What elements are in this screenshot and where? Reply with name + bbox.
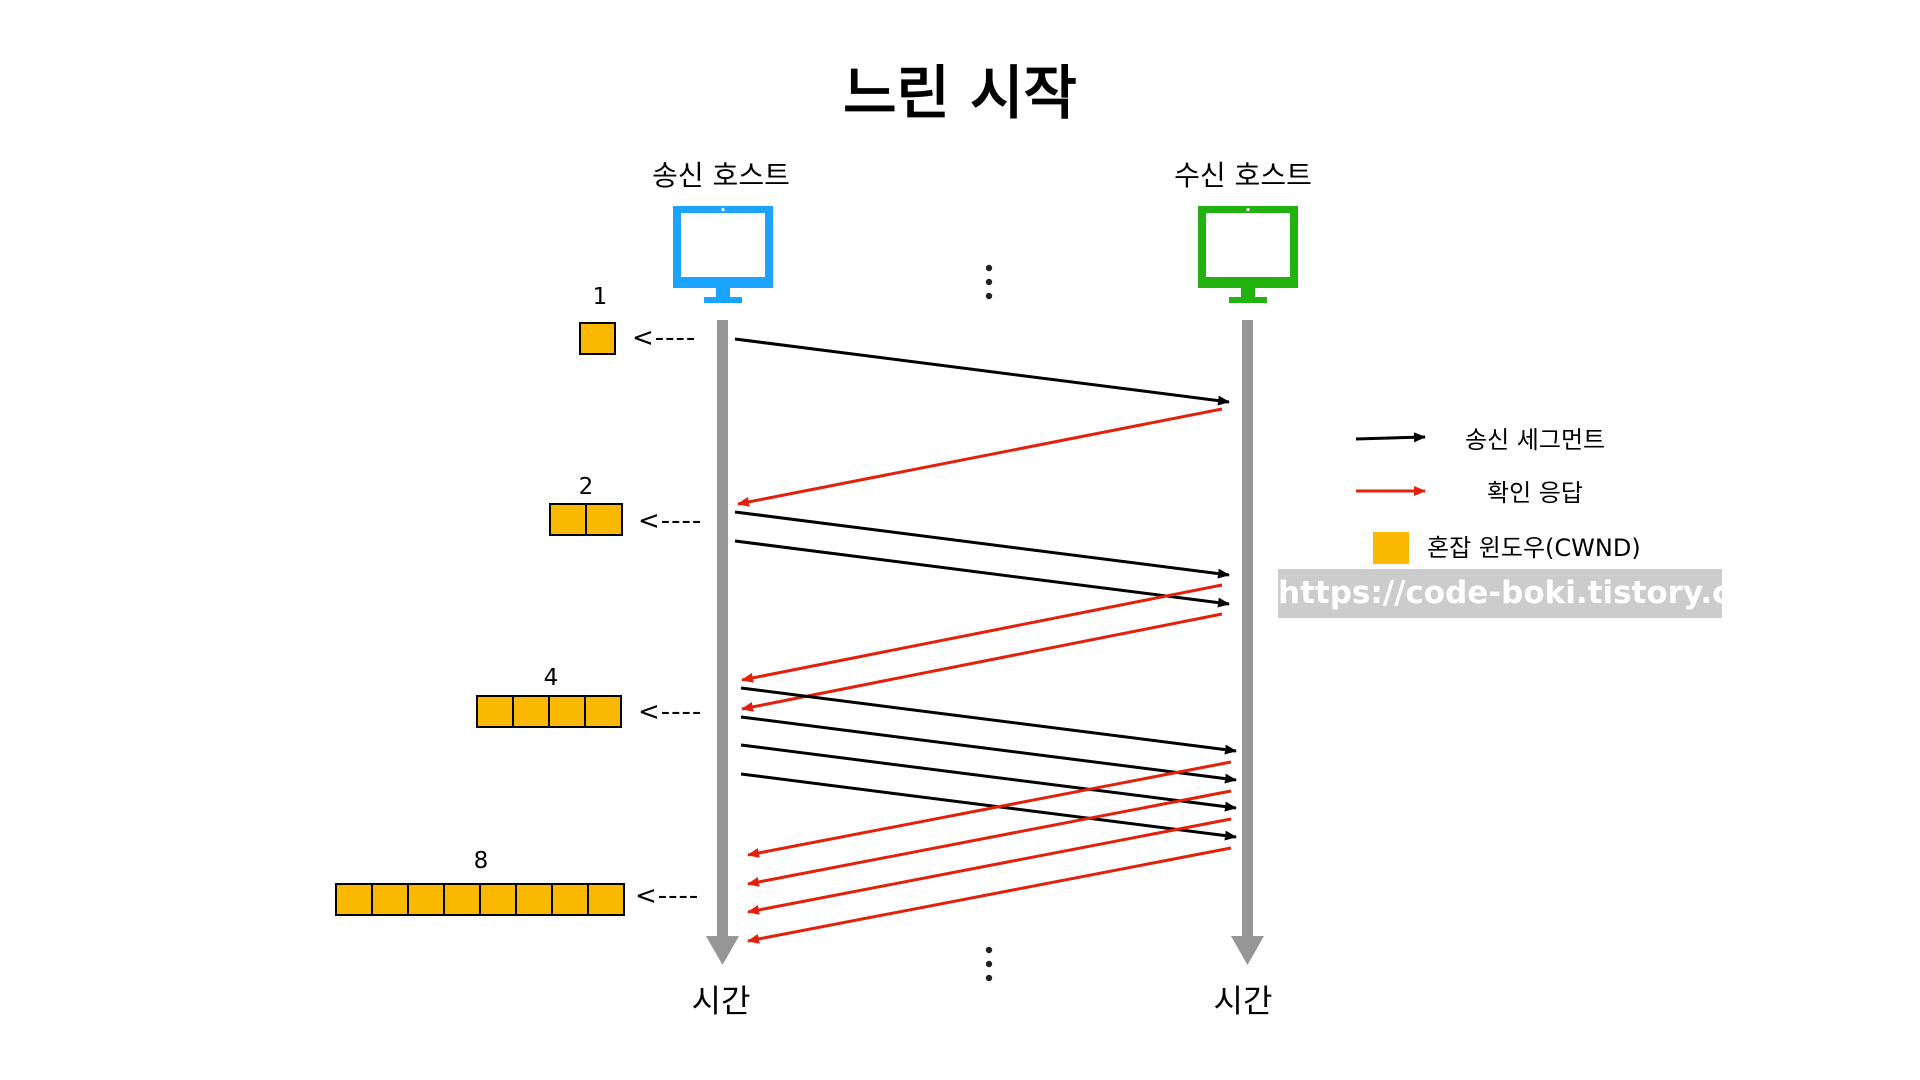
ack-arrow <box>747 817 1232 915</box>
cwnd-boxes-4 <box>476 695 622 728</box>
cwnd-boxes-1 <box>579 322 616 355</box>
segment-arrow <box>740 743 1237 812</box>
sender-host-label: 송신 호스트 <box>652 159 790 192</box>
receiver-timeline <box>1231 320 1264 965</box>
receiver-time-label: 시간 <box>1213 982 1273 1020</box>
ack-arrow <box>741 583 1223 683</box>
segment-arrow <box>740 772 1237 841</box>
receiver-monitor-icon <box>1198 206 1298 303</box>
legend-cwnd-swatch <box>1373 532 1409 564</box>
ack-arrow <box>747 846 1232 944</box>
ack-arrow <box>747 789 1232 887</box>
sender-time-label: 시간 <box>691 982 751 1020</box>
segment-arrow <box>740 715 1237 784</box>
cwnd-boxes-2 <box>549 503 623 536</box>
ack-arrow <box>747 760 1232 858</box>
cwnd-count-8: 8 <box>473 848 489 874</box>
ellipsis-bottom-icon <box>985 946 993 982</box>
watermark-url: https://code-boki.tistory.com <box>1278 569 1722 618</box>
ellipsis-top-icon <box>985 264 993 300</box>
legend-segment-label: 송신 세그먼트 <box>1465 426 1606 454</box>
segment-arrow <box>734 539 1230 608</box>
ack-arrow <box>741 612 1223 712</box>
cwnd-pointer-2: <---- <box>638 506 703 536</box>
cwnd-pointer-8: <---- <box>635 881 700 911</box>
segment-arrow <box>734 510 1230 579</box>
segment-arrow <box>740 686 1237 755</box>
cwnd-pointer-4: <---- <box>638 697 703 727</box>
cwnd-boxes-8 <box>335 883 625 916</box>
segment-arrow <box>734 337 1230 406</box>
legend-cwnd-label: 혼잡 윈도우(CWND) <box>1427 534 1641 562</box>
cwnd-count-2: 2 <box>578 474 594 500</box>
cwnd-pointer-1: <---- <box>632 323 697 353</box>
receiver-host-label: 수신 호스트 <box>1174 159 1312 192</box>
legend-ack-label: 확인 응답 <box>1487 479 1583 507</box>
cwnd-count-4: 4 <box>543 665 559 691</box>
sender-monitor-icon <box>673 206 773 303</box>
ack-arrow <box>737 407 1223 507</box>
cwnd-count-1: 1 <box>592 284 608 310</box>
sender-timeline <box>706 320 739 965</box>
legend-segment-arrow <box>1355 432 1426 443</box>
page-title: 느린 시작 <box>843 59 1077 127</box>
